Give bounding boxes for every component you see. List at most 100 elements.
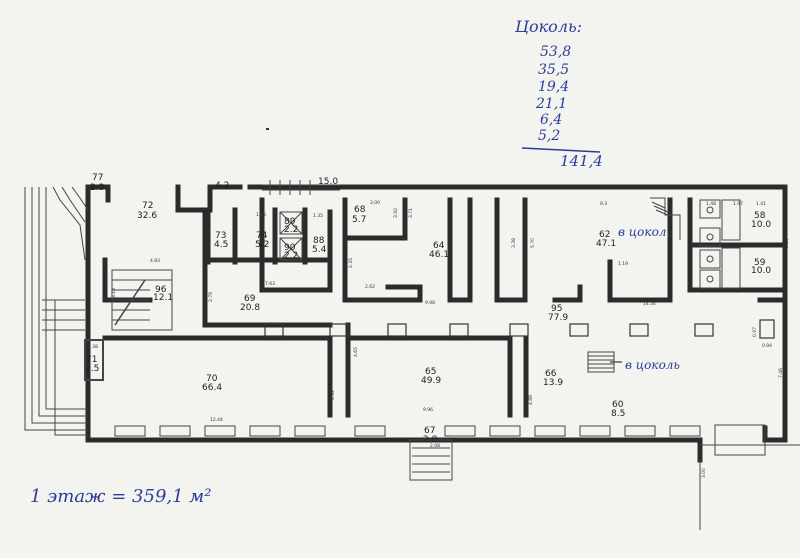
basement-total: 141,4	[560, 152, 603, 170]
basement-value-1: 53,8	[540, 44, 571, 60]
basement-value-4: 21,1	[535, 96, 567, 112]
dim-label: 2.62	[365, 284, 375, 290]
room-72-area: 32.6	[137, 211, 157, 221]
basement-value-3: 19,4	[538, 79, 569, 95]
room-67-number: 67	[424, 426, 435, 436]
dim-label: 1.38	[88, 344, 98, 350]
dim-label: 4.65	[353, 347, 359, 357]
staircase-66	[587, 351, 622, 373]
room-90-area: 2.2	[284, 251, 298, 261]
room-60-number: 60	[612, 400, 624, 410]
room-64-area: 46.1	[429, 250, 449, 260]
dim-label: 1.97	[733, 201, 743, 207]
dim-label: 7.46	[778, 368, 784, 378]
room-60-area: 8.5	[611, 409, 625, 419]
room-70-number: 70	[206, 374, 218, 384]
dim-label: 1.19	[618, 261, 628, 267]
basement-value-2: 35,5	[538, 62, 569, 78]
room-68-number: 68	[354, 205, 366, 215]
room-70-area: 66.4	[202, 383, 222, 393]
dim-label: 3.92	[393, 208, 399, 218]
basement-title: Цоколь:	[514, 17, 582, 36]
dim-label: 3.00	[370, 200, 380, 206]
room-95-number: 95	[551, 304, 562, 314]
dim-label: 3.13	[111, 288, 117, 298]
dimension-labels: 4.83 3.13 2.78 7.63 1.65 1.35 3.00 3.92 …	[88, 200, 790, 478]
staircase-left	[24, 186, 104, 431]
dim-label: 1.41	[756, 201, 766, 207]
room-96-number: 96	[155, 285, 167, 295]
room-73-area: 4.5	[214, 240, 228, 250]
room-labels: 77 2.3 72 32.6 73 4.5 74 5.2 89 2.2 90 2…	[85, 173, 771, 445]
room-62-area: 47.1	[596, 239, 616, 249]
dim-label: 9.96	[423, 407, 433, 413]
windows	[114, 425, 701, 437]
dim-label: 4.88	[528, 395, 534, 405]
dim-label: 2.08	[430, 443, 440, 449]
room-66-number: 66	[545, 369, 557, 379]
room-77-number: 77	[92, 173, 103, 183]
room-89-number: 89	[284, 217, 296, 227]
room-66-area: 13.9	[543, 378, 563, 388]
room-67-area: 2.8	[423, 435, 438, 445]
top-dimension-label-2: 4.2	[215, 181, 229, 191]
room-73-number: 73	[215, 231, 226, 241]
dim-label: 9.98	[425, 300, 435, 306]
first-floor-total: 1 этаж = 359,1 м²	[30, 486, 211, 507]
room-95-area: 77.9	[548, 313, 568, 323]
basement-value-5: 6,4	[540, 112, 562, 128]
dim-label: 12.44	[210, 417, 223, 423]
room-96-area: 12.1	[153, 293, 173, 303]
dim-label: 7.63	[265, 281, 275, 287]
room-58-number: 58	[754, 211, 766, 221]
room-74-number: 74	[256, 231, 268, 241]
room-65-area: 49.9	[421, 376, 441, 386]
dim-label: 0.97	[752, 327, 758, 337]
room-72-number: 72	[142, 201, 153, 211]
annex-lines	[54, 300, 800, 530]
columns	[264, 319, 775, 339]
toilets	[699, 199, 741, 289]
room-68-area: 5.7	[352, 215, 366, 225]
dim-label: 1.35	[313, 213, 323, 219]
dim-label: 4.83	[150, 258, 160, 264]
room-58-area: 10.0	[751, 220, 771, 230]
room-88-number: 88	[313, 236, 325, 246]
dim-label: 3.38	[511, 238, 517, 248]
room-59-area: 10.0	[751, 266, 771, 276]
top-dimension-label: 15.0	[318, 177, 338, 187]
room-65-number: 65	[425, 367, 436, 377]
handwritten-notes: Цоколь: 53,8 35,5 19,4 21,1 6,4 5,2 141,…	[30, 17, 680, 507]
dim-label: 1.48	[706, 201, 716, 207]
sum-line	[521, 147, 601, 153]
dim-label: 1.65	[256, 212, 266, 218]
dim-label: 5.70	[530, 238, 536, 248]
room-77-area: 2.3	[90, 183, 104, 193]
dim-label: 0.94	[762, 343, 772, 349]
dim-label: 3.59	[784, 238, 790, 248]
dim-label: 14.34	[643, 301, 656, 307]
walls	[85, 184, 788, 463]
room-74-area: 5.2	[255, 240, 269, 250]
room-59-number: 59	[754, 258, 766, 268]
room-71-area: 2.5	[85, 364, 99, 374]
room-71-number: 71	[86, 355, 97, 365]
dim-label: 9.3	[600, 201, 607, 207]
room-69-area: 20.8	[240, 303, 260, 313]
to-basement-note-1: в цокол.	[618, 225, 670, 239]
room-90-number: 90	[284, 243, 296, 253]
entrance-steps	[409, 439, 453, 481]
elevator-shafts	[262, 180, 340, 261]
dim-label: 4.92	[330, 390, 336, 400]
basement-value-6: 5,2	[538, 128, 560, 144]
room-88-area: 5.4	[312, 245, 327, 255]
dim-label: 2.35	[348, 258, 354, 268]
room-62-number: 62	[599, 230, 610, 240]
dim-label: 2.78	[208, 292, 214, 302]
dim-label: 3.00	[701, 468, 707, 478]
ink-dot	[266, 128, 269, 130]
room-64-number: 64	[433, 241, 445, 251]
room-89-area: 2.2	[284, 225, 298, 235]
